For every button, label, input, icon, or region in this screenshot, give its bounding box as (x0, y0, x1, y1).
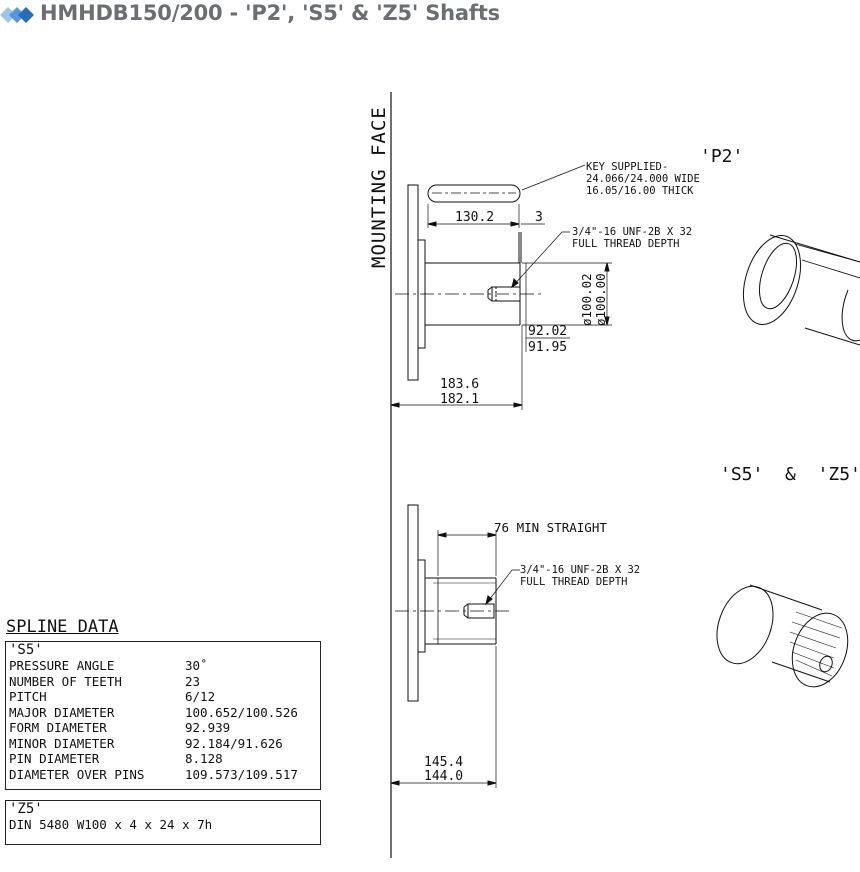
p2-thread-note-1: 3/4"-16 UNF-2B X 32 (572, 226, 692, 238)
p2-key-depth-max: 92.02 (528, 324, 567, 339)
table-row: PRESSURE ANGLE 30˚ (6, 658, 320, 674)
s5z5-label: 'S5' & 'Z5' (720, 464, 860, 485)
table-row: MINOR DIAMETER 92.184/91.626 (6, 736, 320, 752)
row-value: 23 (185, 673, 201, 689)
p2-key-note-3: 16.05/16.00 THICK (586, 185, 694, 197)
row-label: PITCH (9, 689, 47, 704)
row-value: 92.939 (185, 720, 231, 735)
s5-spline-table: 'S5' PRESSURE ANGLE 30˚ NUMBER OF TEETH 23… (5, 641, 321, 790)
row-value: 8.128 (185, 751, 223, 766)
table-row: PIN DIAMETER 8.128 (6, 751, 320, 767)
row-label: DIAMETER OVER PINS (9, 766, 145, 782)
z5-value: DIN 5480 W100 x 4 x 24 x 7h (9, 817, 213, 832)
header: HMHDB150/200 - 'P2', 'S5' & 'Z5' Shafts (0, 0, 860, 30)
page-title: HMHDB150/200 - 'P2', 'S5' & 'Z5' Shafts (40, 1, 500, 25)
p2-diameter-min: ø100.00 (593, 273, 608, 326)
row-value: 100.652/100.526 (185, 704, 298, 720)
row-value: 6/12 (185, 689, 216, 704)
p2-length-min: 182.1 (440, 392, 479, 407)
row-label: PIN DIAMETER (9, 751, 100, 766)
z5-spline-table: 'Z5' DIN 5480 W100 x 4 x 24 x 7h (5, 800, 321, 845)
p2-thread-note-2: FULL THREAD DEPTH (572, 238, 679, 250)
p2-key-depth-min: 91.95 (528, 340, 567, 355)
table-row: MAJOR DIAMETER 100.652/100.526 (6, 705, 320, 721)
p2-label: 'P2' (700, 146, 743, 167)
mounting-face-label: MOUNTING FACE (368, 106, 390, 268)
table-row: DIAMETER OVER PINS 109.573/109.517 (6, 767, 320, 783)
row-label: NUMBER OF TEETH (9, 673, 122, 689)
row-value: 30˚ (185, 658, 208, 673)
z5-code: 'Z5' (9, 801, 43, 817)
p2-length-max: 183.6 (440, 377, 479, 392)
row-label: FORM DIAMETER (9, 720, 107, 735)
row-value: 92.184/91.626 (185, 735, 283, 751)
s5z5-thread-note-2: FULL THREAD DEPTH (520, 576, 627, 588)
row-value: 109.573/109.517 (185, 766, 298, 782)
p2-key-note-2: 24.066/24.000 WIDE (586, 173, 700, 185)
spline-data-heading: SPLINE DATA (6, 617, 119, 637)
s5z5-straight-note: 76 MIN STRAIGHT (494, 520, 607, 535)
table-row: PITCH 6/12 (6, 689, 320, 705)
s5z5-length-max: 145.4 (424, 755, 463, 770)
p2-key-length: 130.2 (455, 210, 494, 225)
table-row: FORM DIAMETER 92.939 (6, 720, 320, 736)
p2-diameter-max: ø100.02 (579, 273, 594, 326)
p2-key-offset: 3 (535, 210, 543, 225)
row-label: MINOR DIAMETER (9, 735, 115, 751)
logo-icon (0, 7, 34, 23)
s5z5-length-min: 144.0 (424, 769, 463, 784)
s5-code: 'S5' (9, 642, 43, 658)
p2-key-note-1: KEY SUPPLIED- (586, 161, 668, 173)
row-label: MAJOR DIAMETER (9, 704, 115, 720)
row-label: PRESSURE ANGLE (9, 658, 115, 673)
s5z5-thread-note-1: 3/4"-16 UNF-2B X 32 (520, 564, 640, 576)
table-row: NUMBER OF TEETH 23 (6, 674, 320, 690)
